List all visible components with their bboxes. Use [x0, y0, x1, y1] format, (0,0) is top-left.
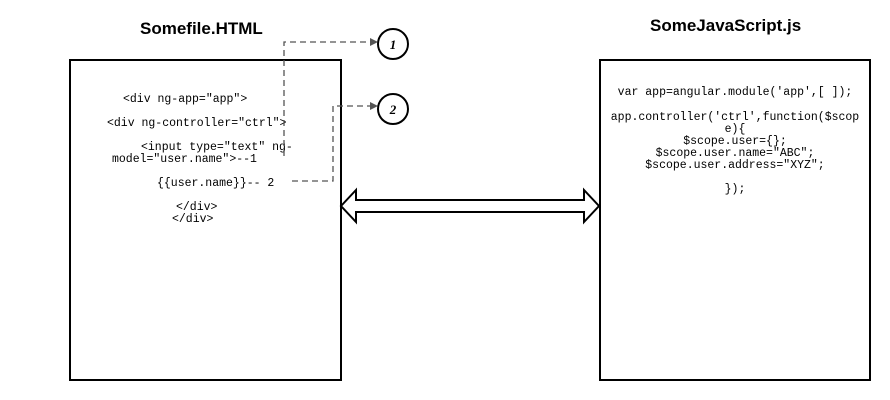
code-line-ng-app: <div ng-app="app"> — [123, 93, 248, 106]
svg-text:1: 1 — [390, 37, 397, 52]
marker-2: 2 — [377, 93, 409, 125]
code-line-closing: }); — [724, 183, 746, 196]
left-panel-title: Somefile.HTML — [140, 19, 263, 38]
marker-1: 1 — [377, 28, 409, 60]
code-line-input-2: model="user.name">--1 — [112, 153, 257, 166]
code-line-module: var app=angular.module('app',[ ]); — [617, 86, 853, 99]
html-file-box — [69, 59, 342, 381]
dashed-connector-2 — [292, 102, 378, 182]
code-line-ng-controller: <div ng-controller="ctrl"> — [107, 117, 287, 130]
code-line-scope-address: $scope.user.address="XYZ"; — [645, 159, 825, 172]
code-line-scope-name: $scope.user.name="ABC"; — [655, 147, 815, 160]
code-line-close-div-2: </div> — [172, 213, 214, 226]
code-line-controller-2: e){ — [724, 123, 746, 136]
right-panel-title: SomeJavaScript.js — [650, 16, 802, 35]
code-line-close-div-1: </div> — [176, 201, 218, 214]
dashed-connector-1 — [283, 38, 378, 156]
code-line-input-1: <input type="text" ng- — [141, 141, 293, 154]
svg-text:2: 2 — [389, 102, 397, 117]
code-line-scope-user: $scope.user={}; — [683, 135, 787, 148]
js-file-box — [599, 59, 871, 381]
code-line-controller-1: app.controller('ctrl',function($scop — [610, 111, 860, 124]
code-line-binding: {{user.name}}-- 2 — [157, 177, 275, 190]
bidirectional-arrow — [339, 187, 601, 225]
